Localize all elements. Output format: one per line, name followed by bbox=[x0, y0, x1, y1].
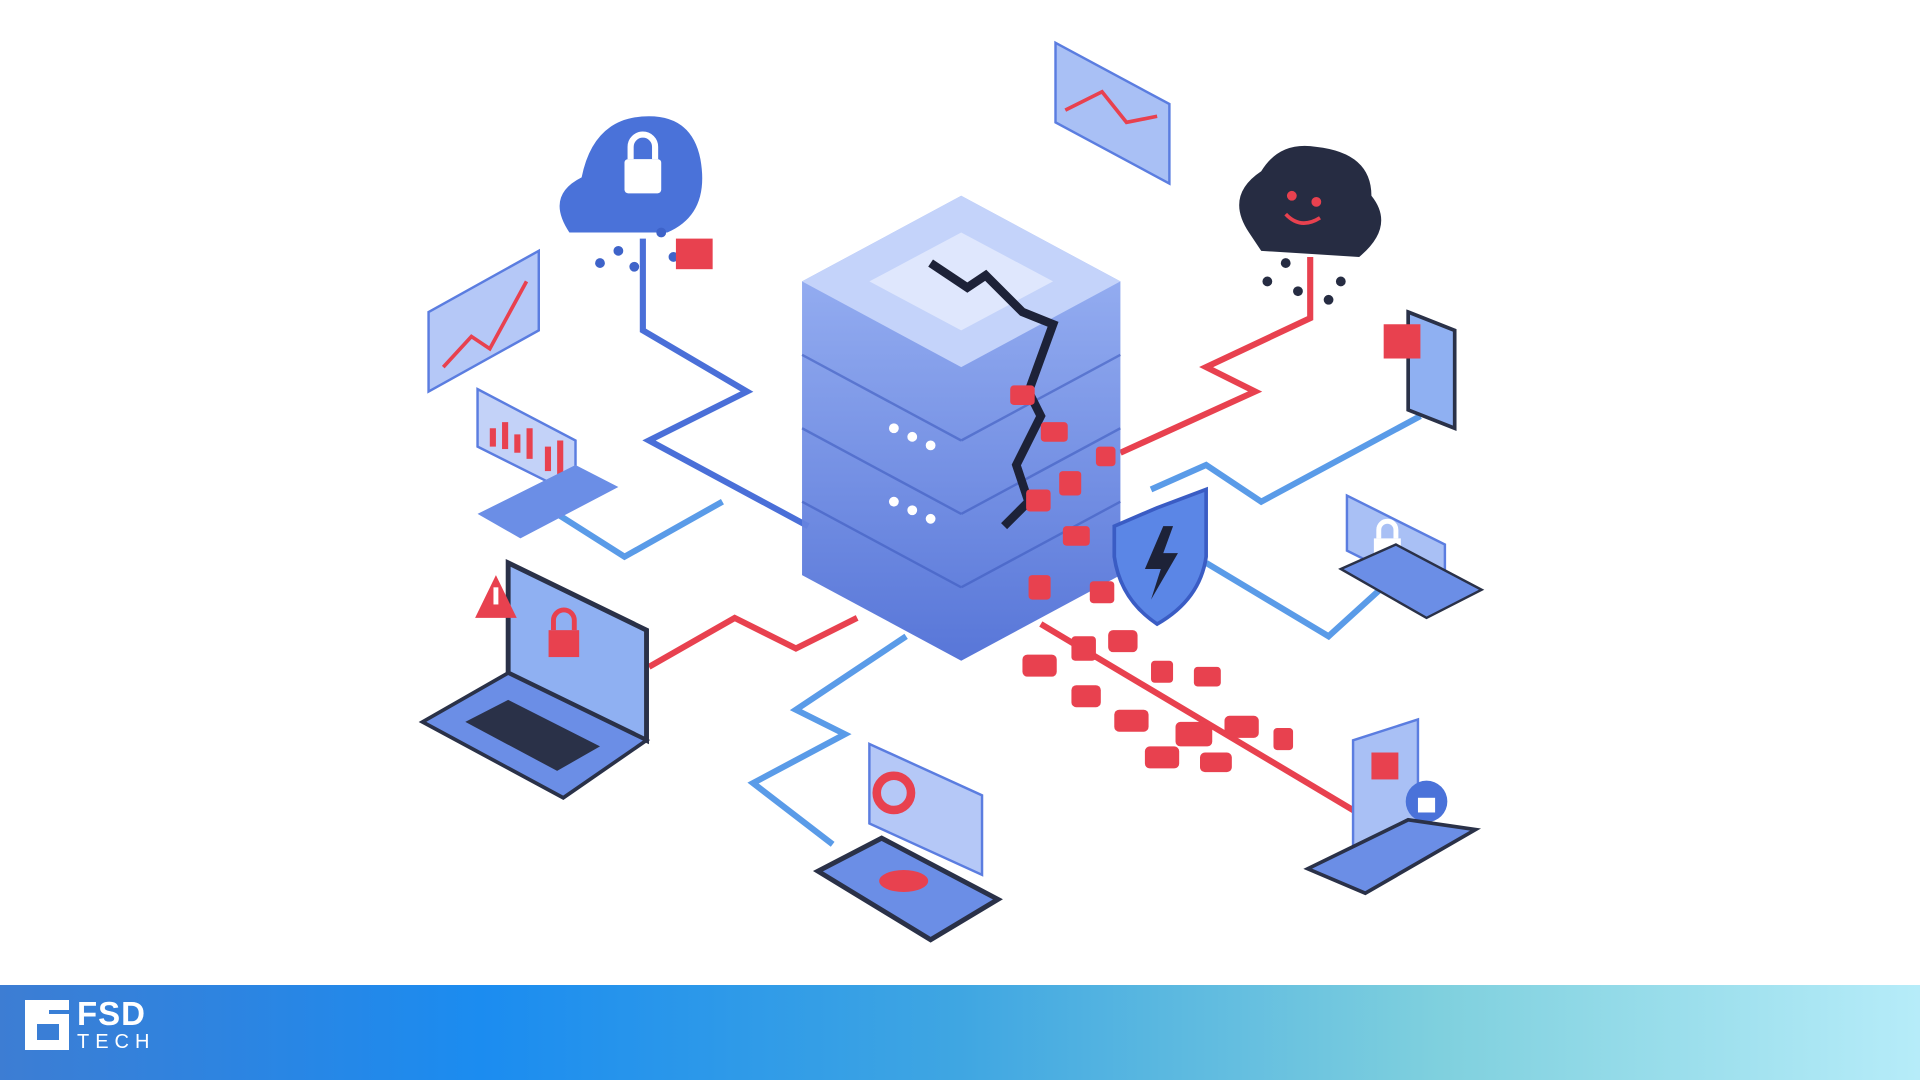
tablet-icon bbox=[812, 742, 1003, 943]
connection-lines bbox=[555, 238, 1422, 847]
logo-name: FSD bbox=[77, 995, 146, 1032]
line-tablet bbox=[747, 633, 908, 847]
bar-chart-laptop bbox=[476, 387, 619, 539]
warning-icon bbox=[475, 575, 517, 618]
phone-icon bbox=[1383, 309, 1457, 431]
line-chart-laptop bbox=[555, 499, 724, 561]
secure-cloud-icon bbox=[559, 116, 713, 272]
shield-icon bbox=[1112, 486, 1208, 627]
laptop-icon bbox=[418, 558, 651, 800]
chart-panel-top bbox=[1054, 40, 1171, 186]
fsd-logo-mark-icon bbox=[25, 999, 69, 1050]
lock-laptop-icon bbox=[1338, 493, 1485, 620]
line-secure-cloud bbox=[639, 238, 810, 529]
line-bad-cloud bbox=[1119, 256, 1314, 456]
line-phone bbox=[1149, 413, 1422, 506]
logo-subtitle: TECH bbox=[77, 1031, 156, 1053]
malicious-cloud-icon bbox=[1239, 145, 1382, 305]
line-laptop bbox=[647, 614, 859, 670]
footer-bar: FSD TECH bbox=[0, 985, 1920, 1080]
line-lock-laptop bbox=[1204, 560, 1398, 641]
leaked-data-icons bbox=[1010, 385, 1294, 773]
fsd-tech-logo: FSD TECH bbox=[25, 997, 155, 1052]
analytics-device-icon bbox=[1303, 717, 1482, 896]
chart-panel-left bbox=[427, 248, 540, 394]
crack bbox=[928, 259, 1059, 530]
server-icon bbox=[801, 195, 1121, 661]
illustration bbox=[418, 40, 1485, 943]
